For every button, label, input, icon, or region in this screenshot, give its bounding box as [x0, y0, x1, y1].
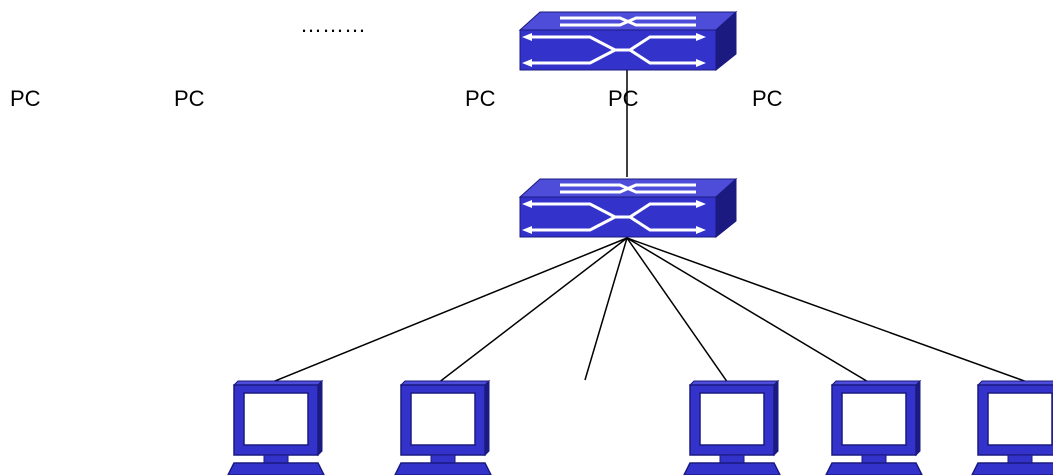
pc-computer-icon-4 — [825, 380, 923, 475]
pc-label-2: PC — [174, 86, 205, 111]
network-switch-icon-middle — [518, 177, 738, 239]
ellipsis-label: ……… — [300, 12, 366, 37]
link-line-partial — [584, 237, 628, 381]
pc-label-4: PC — [608, 86, 639, 111]
link-line-pc-3 — [626, 237, 729, 384]
pc-label-1: PC — [10, 86, 41, 111]
link-line-pc-5 — [626, 237, 1031, 384]
network-switch-icon-top — [518, 10, 738, 72]
pc-computer-icon-3 — [683, 380, 781, 475]
link-line-pc-1 — [269, 237, 628, 384]
pc-label-5: PC — [752, 86, 783, 111]
link-line-pc-2 — [437, 237, 628, 384]
pc-label-3: PC — [465, 86, 496, 111]
pc-computer-icon-5 — [971, 380, 1053, 475]
pc-computer-icon-1 — [227, 380, 325, 475]
pc-computer-icon-2 — [394, 380, 492, 475]
link-line-pc-4 — [626, 237, 871, 384]
